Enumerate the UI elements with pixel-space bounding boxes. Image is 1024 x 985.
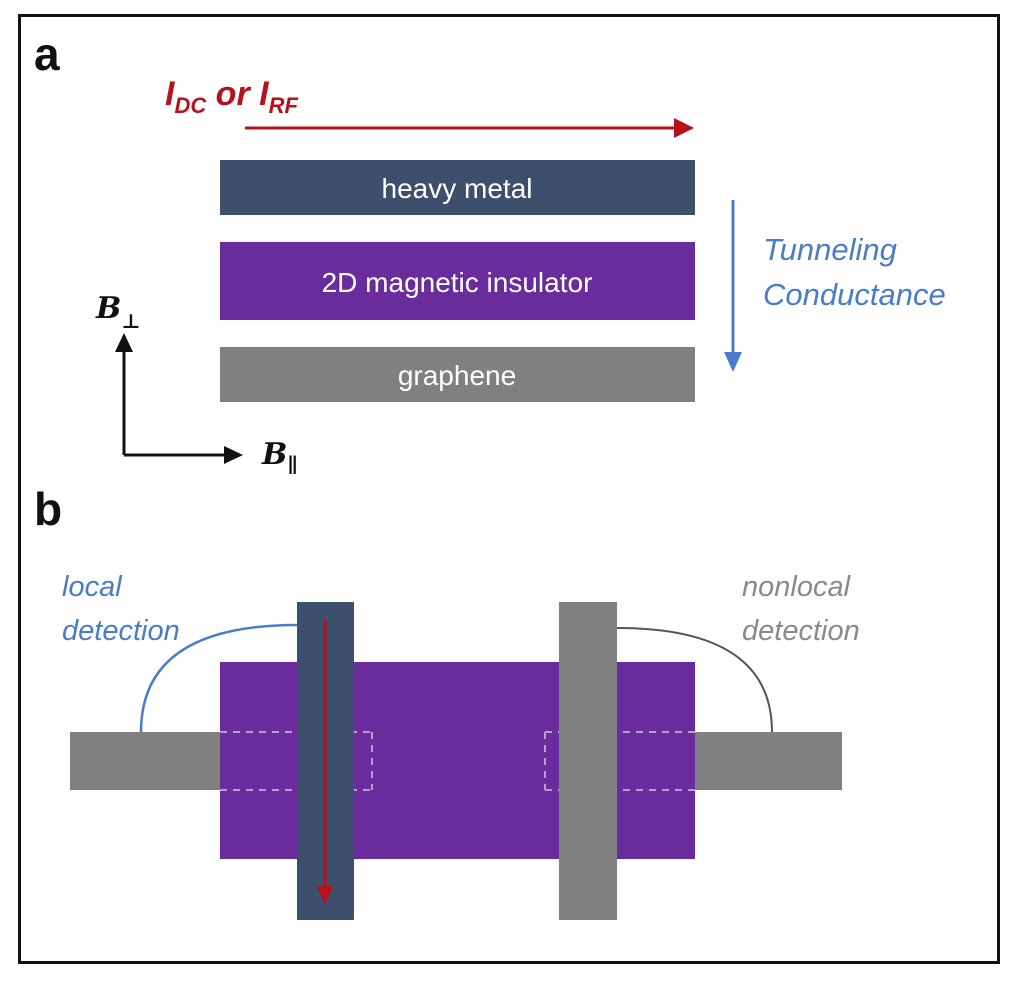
b-perp-symbol: B	[95, 291, 121, 326]
magnetic-insulator-label: 2D magnetic insulator	[322, 267, 593, 298]
b-par-symbol: B	[261, 437, 287, 472]
current-or: or	[206, 75, 259, 113]
figure-frame	[18, 14, 1000, 964]
b-perp-label: B⊥	[95, 291, 141, 333]
heavy-metal-layer	[220, 160, 695, 215]
tunneling-label-line2: Conductance	[763, 277, 946, 312]
tunneling-arrow-head	[724, 352, 742, 372]
current-symbol-2: I	[259, 75, 270, 113]
magnetic-insulator-flake	[220, 662, 695, 859]
b-perp-subscript: ⊥	[121, 309, 140, 333]
local-detection-label-line1: local	[62, 571, 123, 603]
graphene-layer	[220, 347, 695, 402]
local-detection-wire	[139, 623, 298, 733]
electrode-current-arrow-head	[317, 886, 333, 905]
panel-b-label: b	[34, 483, 62, 535]
panel-a-label: a	[34, 28, 60, 80]
local-detection-label-line2: detection	[62, 615, 180, 647]
b-par-label: B∥	[261, 437, 298, 477]
current-symbol-1: I	[165, 75, 176, 113]
current-subscript-dc: DC	[174, 93, 207, 118]
nonlocal-detection-label-line2: detection	[742, 615, 860, 647]
b-par-arrow-head	[224, 446, 243, 464]
tunneling-label-line1: Tunneling	[763, 232, 897, 267]
graphene-label: graphene	[398, 360, 516, 391]
nonlocal-detection-label-line1: nonlocal	[742, 571, 852, 603]
b-perp-arrow-head	[115, 333, 133, 352]
graphene-electrode	[559, 602, 617, 920]
heavy-metal-label: heavy metal	[382, 173, 533, 204]
current-subscript-rf: RF	[269, 93, 299, 118]
nonlocal-detection-wire	[616, 627, 773, 733]
current-arrow-head	[674, 118, 694, 138]
magnetic-insulator-layer	[220, 242, 695, 320]
b-par-subscript: ∥	[287, 453, 298, 477]
current-label: IDC or IRF	[165, 75, 298, 118]
